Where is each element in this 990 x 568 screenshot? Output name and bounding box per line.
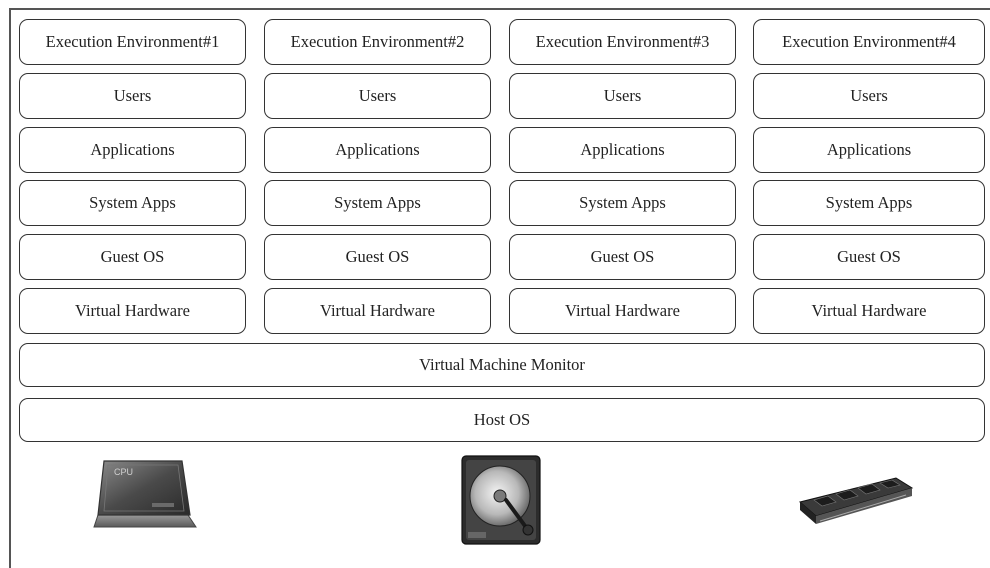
- env-3-system-apps: System Apps: [509, 180, 736, 226]
- memory-module-icon: [798, 477, 914, 524]
- env-1-guest-os: Guest OS: [19, 234, 246, 280]
- env-4-users: Users: [753, 73, 985, 119]
- env-4-title: Execution Environment#4: [753, 19, 985, 65]
- env-4-virtual-hardware: Virtual Hardware: [753, 288, 985, 334]
- env-2-system-apps: System Apps: [264, 180, 491, 226]
- cpu-chip-icon: CPU: [93, 460, 197, 528]
- env-2-users: Users: [264, 73, 491, 119]
- env-3-title: Execution Environment#3: [509, 19, 736, 65]
- env-1-virtual-hardware: Virtual Hardware: [19, 288, 246, 334]
- env-3-virtual-hardware: Virtual Hardware: [509, 288, 736, 334]
- env-4-applications: Applications: [753, 127, 985, 173]
- env-1-users: Users: [19, 73, 246, 119]
- diagram-frame: [9, 8, 990, 568]
- host-os: Host OS: [19, 398, 985, 442]
- cpu-label: CPU: [114, 467, 133, 477]
- env-1-title: Execution Environment#1: [19, 19, 246, 65]
- env-3-applications: Applications: [509, 127, 736, 173]
- env-3-guest-os: Guest OS: [509, 234, 736, 280]
- env-4-guest-os: Guest OS: [753, 234, 985, 280]
- env-2-title: Execution Environment#2: [264, 19, 491, 65]
- env-3-users: Users: [509, 73, 736, 119]
- env-4-system-apps: System Apps: [753, 180, 985, 226]
- hard-disk-icon: [461, 455, 541, 545]
- env-1-applications: Applications: [19, 127, 246, 173]
- virtual-machine-monitor: Virtual Machine Monitor: [19, 343, 985, 387]
- env-2-applications: Applications: [264, 127, 491, 173]
- env-2-guest-os: Guest OS: [264, 234, 491, 280]
- env-2-virtual-hardware: Virtual Hardware: [264, 288, 491, 334]
- env-1-system-apps: System Apps: [19, 180, 246, 226]
